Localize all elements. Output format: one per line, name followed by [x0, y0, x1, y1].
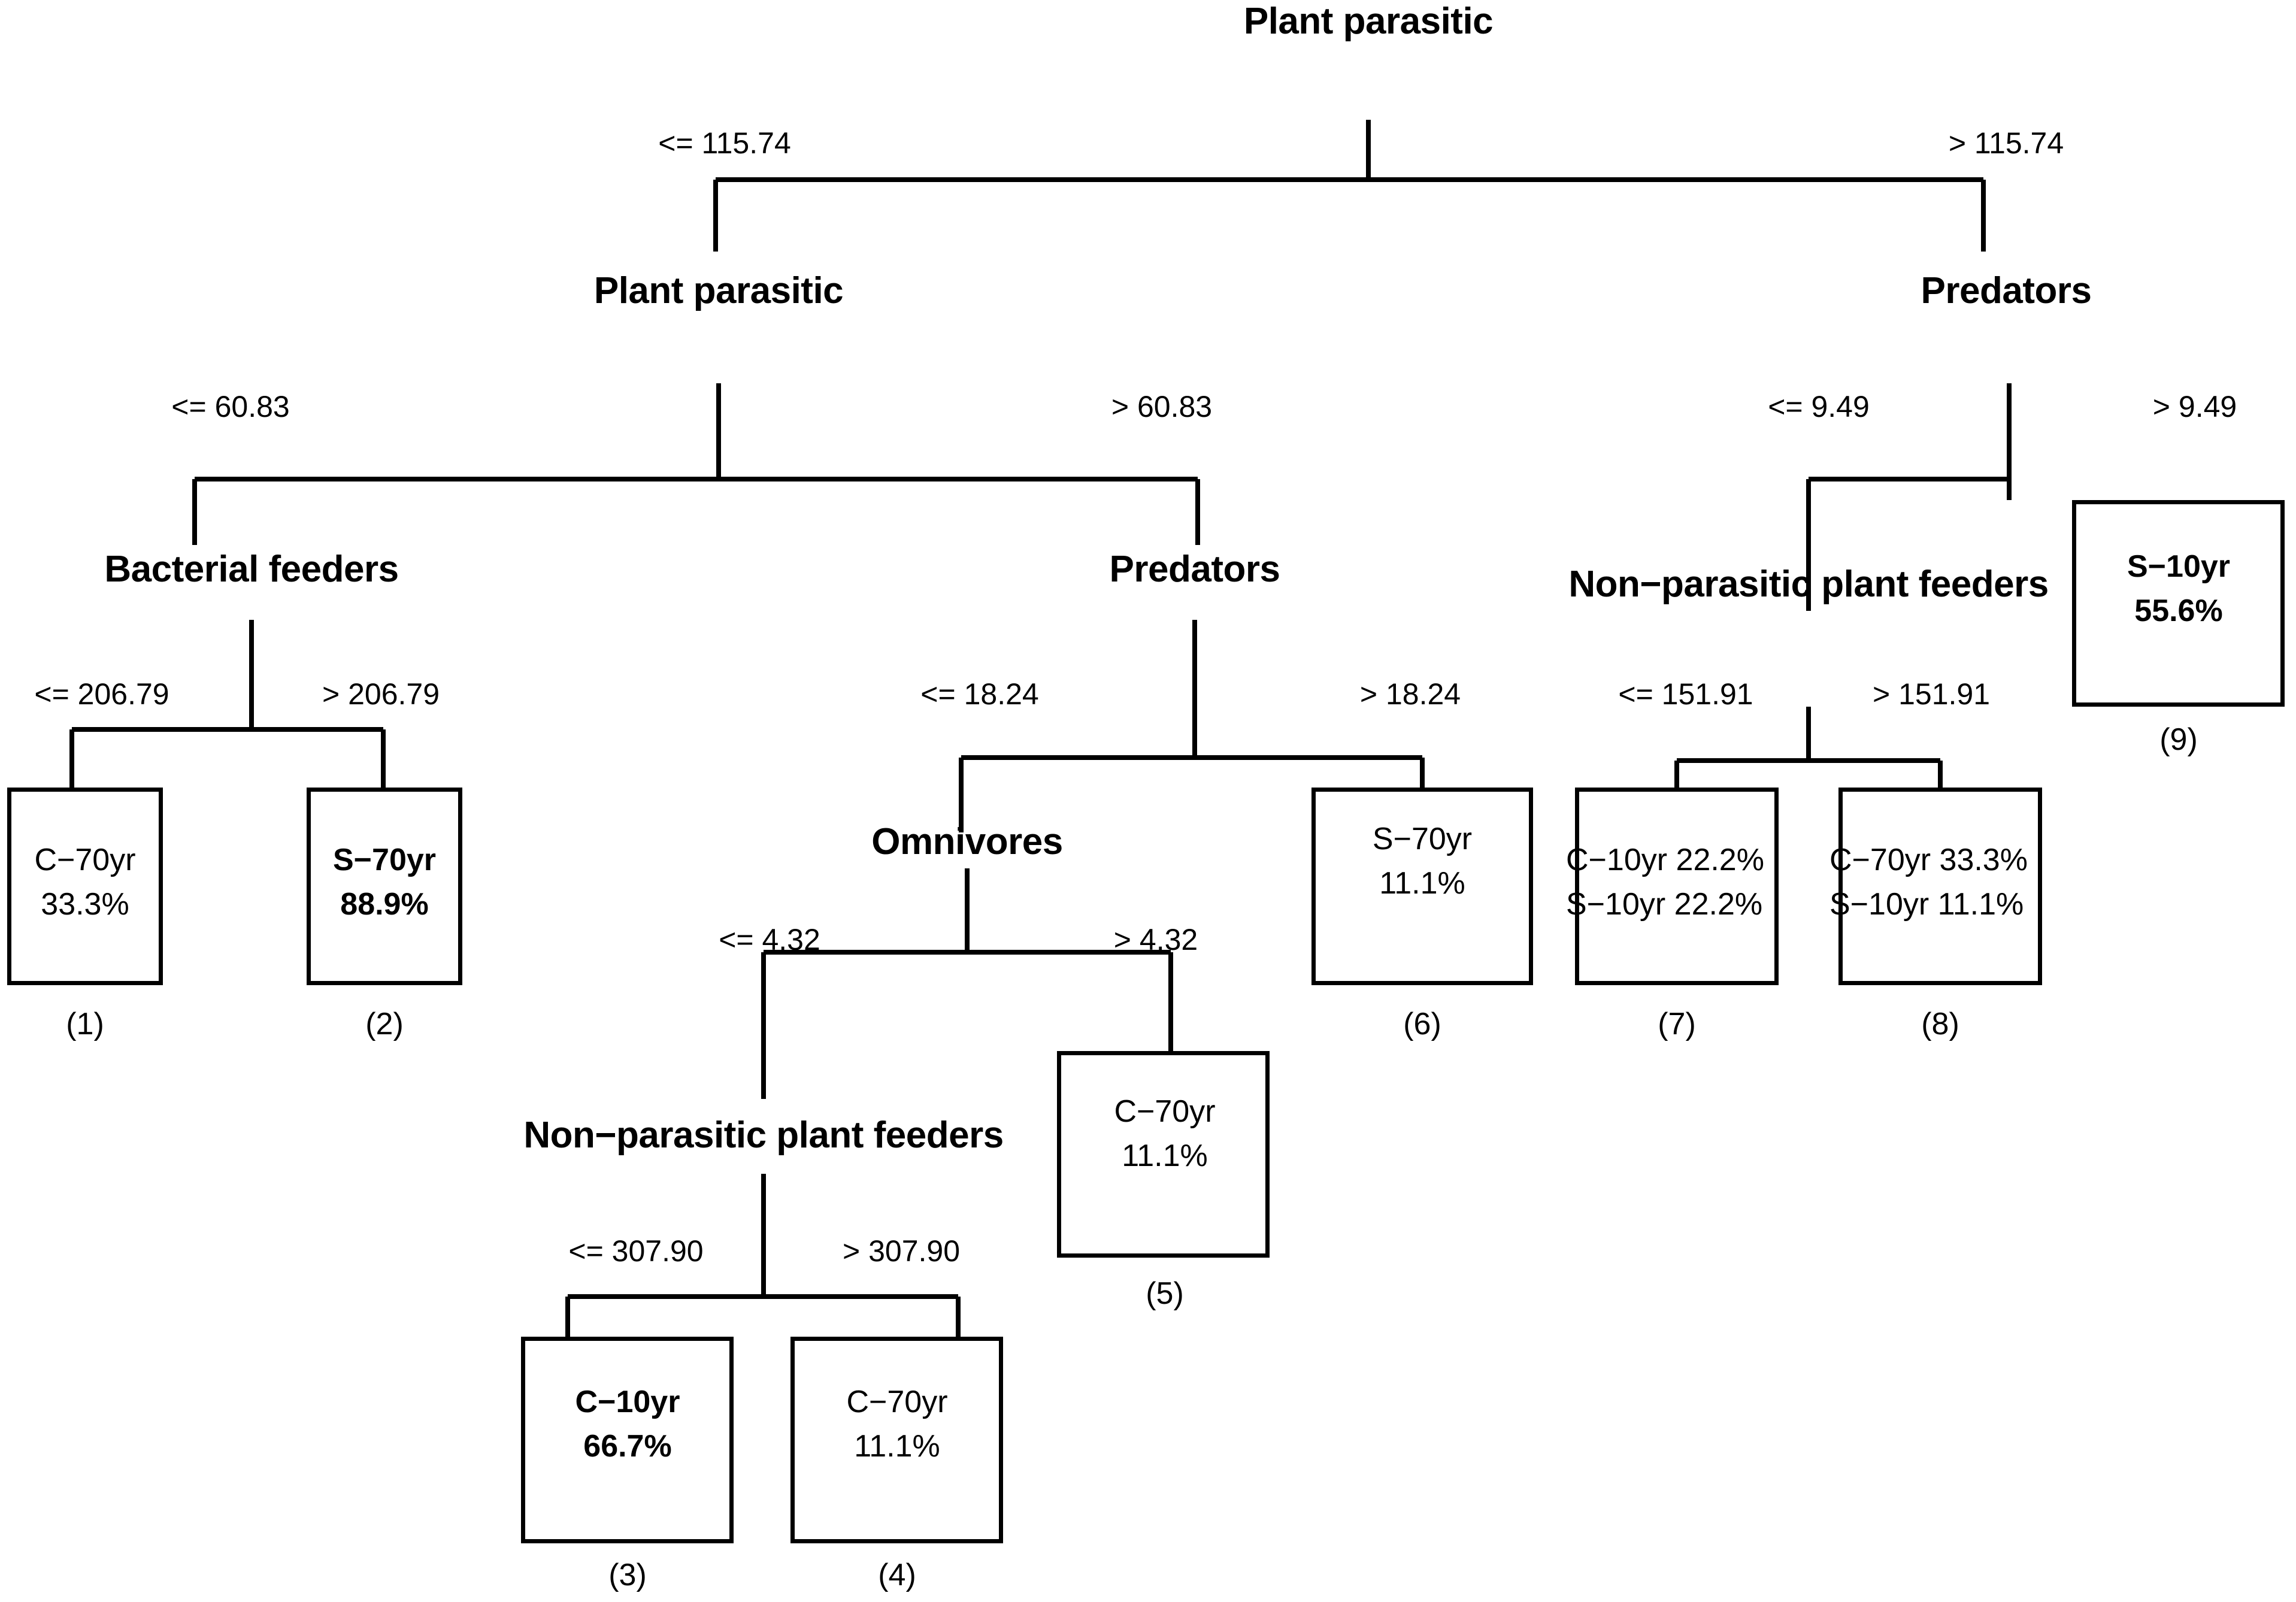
- leaf-3-text: C−10yr 66.7%: [575, 1380, 680, 1469]
- leaf-2-line1: S−70yr: [332, 843, 437, 877]
- leaf-5-text: C−70yr 11.1%: [1114, 1090, 1215, 1179]
- leaf-6-text: S−70yr 11.1%: [1373, 817, 1472, 906]
- split-label-n1-left: <= 60.83: [171, 390, 290, 423]
- leaf-7-index: (7): [1658, 1007, 1696, 1041]
- leaf-8-line2: S−10yr 11.1%: [1829, 886, 2024, 922]
- leaf-5-line1: C−70yr: [1114, 1094, 1216, 1129]
- leaf-2-text: S−70yr 88.9%: [333, 838, 436, 927]
- leaf-4-index: (4): [878, 1558, 916, 1592]
- leaf-1-line2: 33.3%: [41, 886, 129, 922]
- leaf-box-4[interactable]: [790, 1337, 1003, 1543]
- node-nonparasitic-plant-feeders-bottom[interactable]: Non−parasitic plant feeders: [523, 1115, 1004, 1156]
- leaf-9-index: (9): [2159, 722, 2198, 757]
- split-label-n2-right: > 9.49: [2152, 390, 2237, 423]
- leaf-8-index: (8): [1921, 1007, 1959, 1041]
- split-label-n1-right: > 60.83: [1111, 390, 1213, 423]
- split-label-root-left: <= 115.74: [658, 126, 791, 160]
- node-nonparasitic-plant-feeders-right[interactable]: Non−parasitic plant feeders: [1568, 564, 2049, 605]
- split-label-n7-right: > 307.90: [842, 1234, 961, 1268]
- split-label-n4-right: > 18.24: [1359, 677, 1461, 711]
- leaf-6-line1: S−70yr: [1372, 822, 1473, 856]
- split-label-n3-left: <= 206.79: [34, 677, 169, 711]
- leaf-7-text: C−10yr 22.2% S−10yr 22.2%: [1566, 838, 1764, 927]
- leaf-3-index: (3): [608, 1558, 647, 1592]
- split-label-n2-left: <= 9.49: [1768, 390, 1870, 423]
- leaf-9-text: S−10yr 55.6%: [2127, 545, 2230, 634]
- leaf-box-5[interactable]: [1057, 1051, 1270, 1258]
- leaf-3-line1: C−10yr: [575, 1385, 680, 1419]
- split-label-n6-right: > 4.32: [1113, 923, 1198, 956]
- leaf-box-3[interactable]: [521, 1337, 734, 1543]
- leaf-3-line2: 66.7%: [583, 1428, 672, 1464]
- leaf-2-line2: 88.9%: [340, 886, 429, 922]
- node-root-plant-parasitic[interactable]: Plant parasitic: [1243, 1, 1494, 42]
- split-label-n4-left: <= 18.24: [920, 677, 1039, 711]
- leaf-1-line1: C−70yr: [34, 843, 136, 877]
- leaf-6-line2: 11.1%: [1379, 865, 1465, 901]
- split-label-root-right: > 115.74: [1948, 126, 2064, 160]
- node-omnivores[interactable]: Omnivores: [871, 821, 1063, 862]
- leaf-5-line2: 11.1%: [1122, 1138, 1208, 1173]
- split-label-n3-right: > 206.79: [322, 677, 440, 711]
- leaf-7-line1: C−10yr 22.2%: [1566, 843, 1764, 877]
- leaf-4-line1: C−70yr: [846, 1385, 948, 1419]
- leaf-box-7[interactable]: [1575, 788, 1779, 985]
- leaf-box-6[interactable]: [1311, 788, 1533, 985]
- leaf-box-8[interactable]: [1838, 788, 2042, 985]
- leaf-box-2[interactable]: [307, 788, 462, 985]
- leaf-8-line1: C−70yr 33.3%: [1829, 843, 2028, 877]
- leaf-7-line2: S−10yr 22.2%: [1566, 886, 1763, 922]
- leaf-5-index: (5): [1146, 1276, 1184, 1311]
- leaf-9-line2: 55.6%: [2134, 593, 2223, 628]
- node-plant-parasitic-2[interactable]: Plant parasitic: [593, 270, 844, 311]
- split-label-n5-left: <= 151.91: [1618, 677, 1753, 711]
- leaf-6-index: (6): [1403, 1007, 1441, 1041]
- leaf-1-text: C−70yr 33.3%: [34, 838, 135, 927]
- split-label-n7-left: <= 307.90: [568, 1234, 704, 1268]
- leaf-box-9[interactable]: [2072, 500, 2285, 707]
- node-bacterial-feeders[interactable]: Bacterial feeders: [104, 549, 399, 590]
- leaf-box-1[interactable]: [7, 788, 163, 985]
- leaf-9-line1: S−10yr: [2127, 549, 2231, 584]
- leaf-2-index: (2): [365, 1007, 404, 1041]
- leaf-8-text: C−70yr 33.3% S−10yr 11.1%: [1829, 838, 2028, 927]
- split-label-n6-left: <= 4.32: [719, 923, 820, 956]
- leaf-4-line2: 11.1%: [854, 1428, 940, 1464]
- node-predators-mid[interactable]: Predators: [1109, 549, 1280, 590]
- leaf-1-index: (1): [66, 1007, 104, 1041]
- leaf-4-text: C−70yr 11.1%: [846, 1380, 947, 1469]
- node-predators-top[interactable]: Predators: [1921, 270, 2092, 311]
- split-label-n5-right: > 151.91: [1872, 677, 1991, 711]
